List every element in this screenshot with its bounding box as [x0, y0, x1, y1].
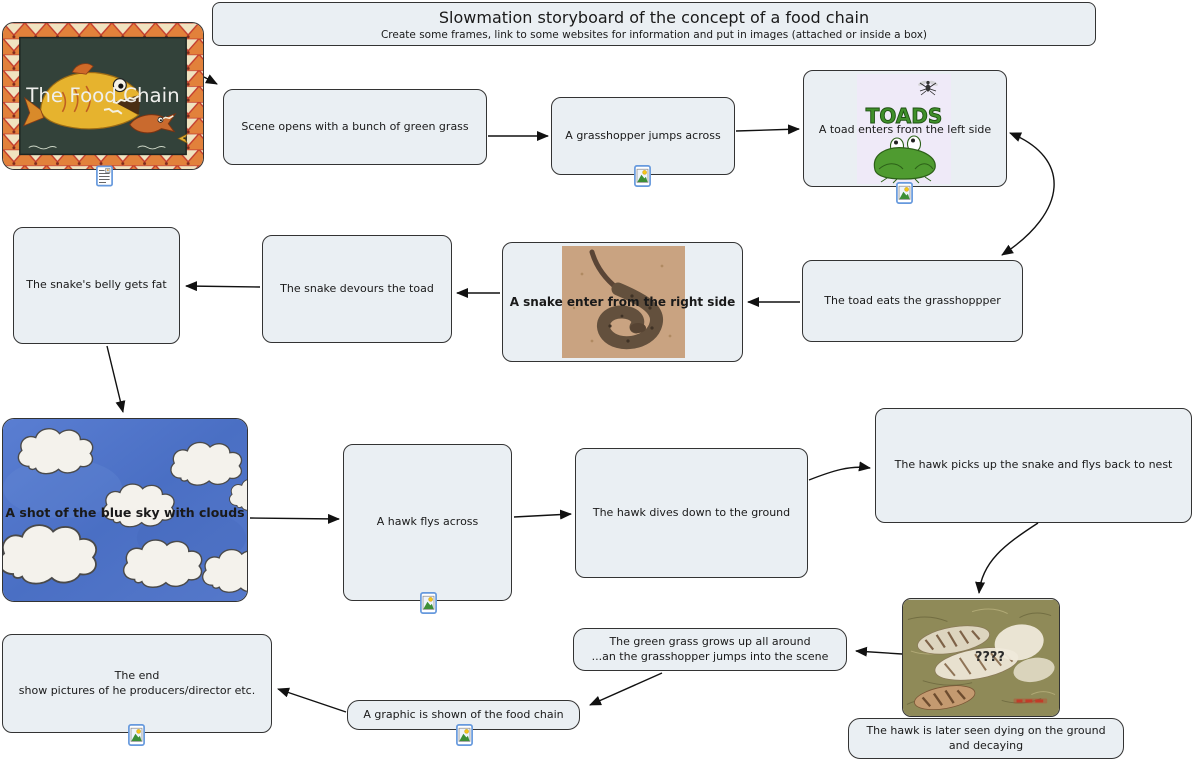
arrow-picks-to-deadhawk — [975, 522, 1039, 594]
caption-squiggle-left — [28, 145, 57, 150]
toads-image-title: TOADS — [866, 104, 943, 128]
image-icon[interactable] — [896, 182, 913, 204]
node-label: The end show pictures of he producers/di… — [6, 669, 268, 698]
caption-squiggle-right — [137, 145, 166, 150]
node-snake-devours[interactable]: The snake devours the toad — [262, 235, 452, 343]
image-icon[interactable] — [128, 724, 145, 746]
node-label: A toad enters from the left side — [818, 123, 992, 136]
node-label-line2: and decaying — [948, 738, 1024, 752]
arrow-grass-to-graphic — [589, 672, 663, 706]
node-hawk-picks[interactable]: The hawk picks up the snake and flys bac… — [875, 408, 1192, 523]
node-label: The hawk picks up the snake and flys bac… — [894, 458, 1173, 472]
node-label-line2: show pictures of he producers/director e… — [18, 683, 256, 697]
node-grasshopper[interactable]: A grasshopper jumps across — [551, 97, 735, 175]
node-dead-hawk-image[interactable]: ???? — [902, 598, 1060, 717]
node-label: The hawk is later seen dying on the grou… — [852, 724, 1120, 753]
arrow-belly-to-sky — [106, 345, 126, 413]
node-grass-grows[interactable]: The green grass grows up all around ...a… — [573, 628, 847, 671]
image-icon[interactable] — [456, 724, 473, 746]
node-label: The snake devours the toad — [280, 281, 434, 295]
arrow-dives-to-picks — [808, 461, 871, 481]
node-label: A grasshopper jumps across — [565, 128, 721, 142]
node-label: A snake enter from the right side — [509, 295, 736, 309]
arrow-hawkflys-to-dives — [513, 509, 572, 520]
node-label-line2: ...an the grasshopper jumps into the sce… — [591, 649, 829, 663]
node-label-line1: The green grass grows up all around — [609, 635, 811, 649]
image-icon[interactable] — [420, 592, 437, 614]
node-toad-eats[interactable]: The toad eats the grasshoppper — [802, 260, 1023, 342]
food-chain-painting: The Food Chain — [3, 23, 203, 169]
node-sky-image[interactable]: A shot of the blue sky with clouds — [2, 418, 248, 602]
node-snake-enters[interactable]: A snake enter from the right side — [502, 242, 743, 362]
arrow-sky-to-hawkflys — [249, 513, 340, 524]
food-chain-image-title: The Food Chain — [25, 84, 179, 107]
node-label: The toad eats the grasshoppper — [824, 293, 1001, 307]
toads-image: TOADS — [857, 74, 951, 184]
snake-photo — [562, 246, 685, 358]
node-label: The snake's belly gets fat — [26, 278, 167, 292]
note-icon[interactable] — [96, 165, 113, 187]
dead-hawk-photo: ???? — [903, 599, 1059, 716]
node-hawk-dying[interactable]: The hawk is later seen dying on the grou… — [848, 718, 1124, 759]
dead-hawk-overlay-text: ???? — [975, 649, 1005, 664]
arrow-toad-to-toadeats — [1001, 132, 1055, 256]
node-snake-belly[interactable]: The snake's belly gets fat — [13, 227, 180, 344]
node-hawk-dives[interactable]: The hawk dives down to the ground — [575, 448, 808, 578]
node-the-end[interactable]: The end show pictures of he producers/di… — [2, 634, 272, 733]
page-title: Slowmation storyboard of the concept of … — [438, 7, 870, 27]
node-label: A hawk flys across — [376, 515, 479, 529]
red-stamp — [1013, 697, 1048, 703]
arrow-grasshopper-to-toad — [735, 124, 800, 135]
title-node[interactable]: Slowmation storyboard of the concept of … — [212, 2, 1096, 46]
image-icon[interactable] — [634, 165, 651, 187]
node-food-chain-image[interactable]: The Food Chain — [2, 22, 204, 170]
node-hawk-flys[interactable]: A hawk flys across — [343, 444, 512, 601]
node-label: A graphic is shown of the food chain — [363, 707, 564, 721]
node-label-line1: The end — [114, 669, 160, 683]
page-subtitle: Create some frames, link to some website… — [380, 28, 928, 41]
arrow-deadhawk-to-grass — [855, 646, 903, 657]
sky-clouds-image — [3, 419, 247, 601]
arrow-graphic-to-end — [277, 687, 347, 713]
arrow-image-to-scene — [203, 74, 218, 85]
node-label-line1: The hawk is later seen dying on the grou… — [866, 724, 1106, 738]
node-label: The hawk dives down to the ground — [592, 505, 791, 519]
node-label: Scene opens with a bunch of green grass — [241, 119, 469, 133]
node-label: A shot of the blue sky with clouds — [5, 505, 245, 520]
node-label: The green grass grows up all around ...a… — [577, 635, 843, 664]
node-scene-opens[interactable]: Scene opens with a bunch of green grass — [223, 89, 487, 165]
node-toad-enters[interactable]: TOADS A toad enters from the left side — [803, 70, 1007, 187]
arrow-devours-to-belly — [185, 281, 261, 292]
